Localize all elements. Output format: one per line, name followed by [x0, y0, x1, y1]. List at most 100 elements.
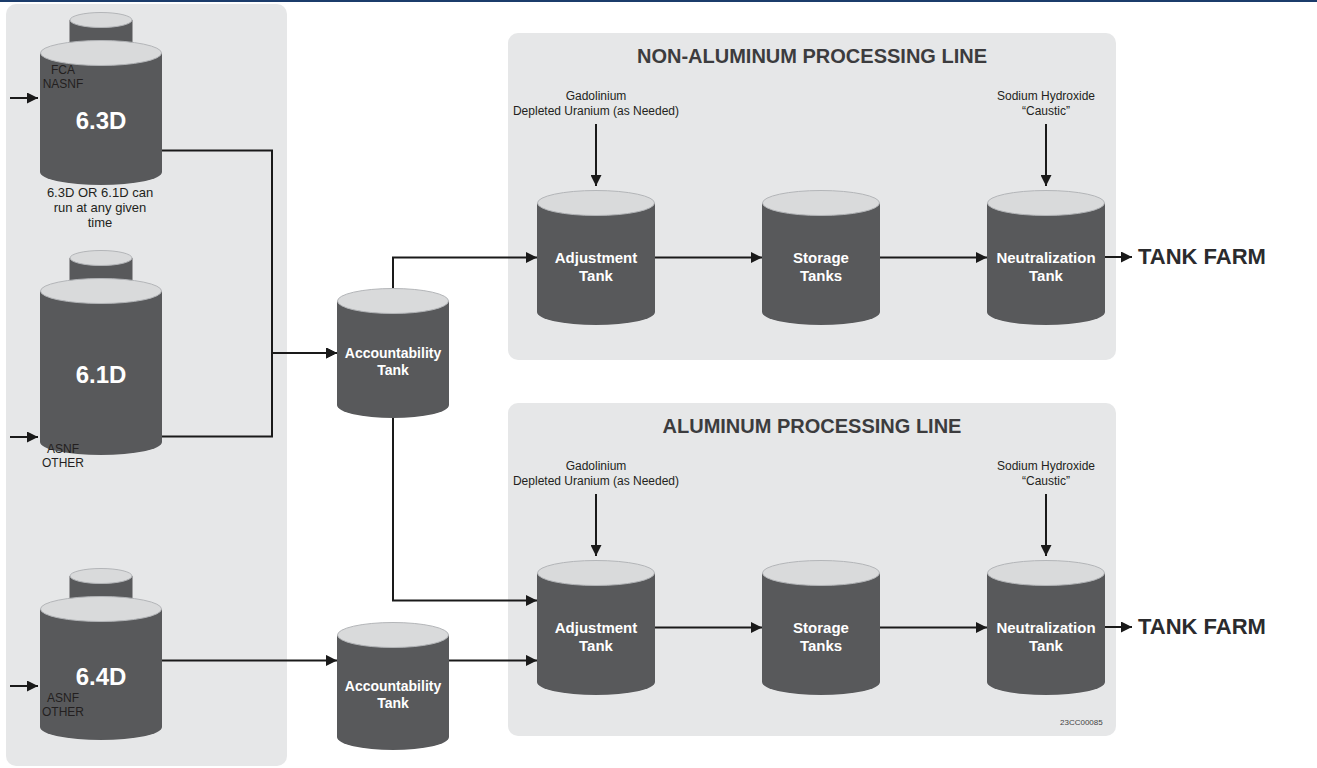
- note-label: “Caustic”: [926, 475, 1166, 489]
- cylinder-top: [763, 561, 880, 586]
- cylinder-top: [338, 623, 449, 648]
- process-tank: Adjustment Tank: [537, 190, 655, 325]
- note-label: 6.3D OR 6.1D can run at any given time: [44, 186, 156, 231]
- note-label: “Caustic”: [926, 105, 1166, 119]
- tank-label-slot: Adjustment Tank: [537, 216, 655, 317]
- output-arrow: [1105, 626, 1132, 628]
- cylinder-top: [538, 191, 655, 216]
- panel-heading: ALUMINUM PROCESSING LINE: [508, 403, 1116, 438]
- tank-label-slot: Neutralization Tank: [987, 216, 1105, 317]
- tank-outline: [40, 12, 162, 185]
- note-label: Depleted Uranium (as Needed): [476, 475, 716, 489]
- cylinder-top: [988, 561, 1105, 586]
- note-label: OTHER: [0, 457, 183, 471]
- flow-arrow: [162, 659, 337, 661]
- tank-label-slot: Accountability Tank: [337, 314, 449, 410]
- note-label: Sodium Hydroxide: [926, 90, 1166, 104]
- figure-id: 23CC00085: [1060, 718, 1300, 727]
- feed-arrow: [10, 97, 38, 99]
- tank-name: Accountability Tank: [341, 678, 445, 712]
- dissolver-tank: 6.3D: [40, 12, 162, 185]
- flow-arrow: [880, 257, 987, 259]
- tank-name: Storage Tanks: [766, 249, 876, 285]
- tank-name: Accountability Tank: [341, 345, 445, 379]
- label-slot: TANK FARM: [1138, 244, 1317, 269]
- label-slot: Sodium Hydroxide: [926, 460, 1166, 474]
- cylinder-top: [538, 561, 655, 586]
- cylinder-body: [537, 573, 655, 695]
- cylinder-top: [70, 13, 132, 28]
- additive-arrow: [595, 494, 597, 556]
- note-label: FCA: [0, 64, 183, 78]
- tank-name: Neutralization Tank: [991, 619, 1101, 655]
- feed-arrow: [10, 436, 38, 438]
- output-arrow: [1105, 256, 1132, 258]
- process-tank: Neutralization Tank: [987, 190, 1105, 325]
- process-tank: Adjustment Tank: [537, 560, 655, 695]
- label-slot: NASNF: [0, 78, 183, 92]
- cylinder-body: [337, 301, 449, 418]
- tank-label-slot: Storage Tanks: [762, 216, 880, 317]
- tank-label-slot: Storage Tanks: [762, 586, 880, 687]
- label-slot: Depleted Uranium (as Needed): [476, 105, 716, 119]
- destination-label: TANK FARM: [1138, 244, 1317, 269]
- cylinder-top: [763, 191, 880, 216]
- flow-arrow: [162, 353, 337, 437]
- cylinder-body: [987, 203, 1105, 325]
- process-tank: Accountability Tank: [337, 622, 449, 750]
- note-label: Gadolinium: [476, 460, 716, 474]
- tank-name: Neutralization Tank: [991, 249, 1101, 285]
- tank-name: 6.4D: [44, 663, 158, 692]
- label-slot: ASNF: [0, 692, 183, 706]
- cylinder-top: [41, 41, 162, 66]
- process-tank: Accountability Tank: [337, 288, 449, 418]
- process-tank: Storage Tanks: [762, 190, 880, 325]
- flow-arrow: [655, 627, 762, 629]
- label-slot: Gadolinium: [476, 460, 716, 474]
- cylinder-body: [987, 573, 1105, 695]
- note-label: NASNF: [0, 78, 183, 92]
- cylinder-body: [762, 573, 880, 695]
- flow-arrow: [449, 659, 537, 661]
- label-slot: Gadolinium: [476, 90, 716, 104]
- process-tank: Neutralization Tank: [987, 560, 1105, 695]
- destination-label: TANK FARM: [1138, 614, 1317, 639]
- flow-arrow: [655, 257, 762, 259]
- cylinder-body: [537, 203, 655, 325]
- top-rule: [0, 0, 1317, 2]
- label-slot: Depleted Uranium (as Needed): [476, 475, 716, 489]
- label-slot: OTHER: [0, 457, 183, 471]
- tank-label-slot: Adjustment Tank: [537, 586, 655, 687]
- cylinder-top: [988, 191, 1105, 216]
- cylinder-body: [762, 203, 880, 325]
- label-slot: Sodium Hydroxide: [926, 90, 1166, 104]
- label-slot: OTHER: [0, 706, 183, 720]
- note-label: Depleted Uranium (as Needed): [476, 105, 716, 119]
- flow-arrow: [393, 418, 537, 601]
- dissolver-tank: 6.1D: [40, 250, 162, 455]
- note-label: OTHER: [0, 706, 183, 720]
- cylinder-top: [338, 289, 449, 314]
- tank-name: 6.1D: [44, 361, 158, 390]
- tank-name: Adjustment Tank: [541, 249, 651, 285]
- label-slot: 6.3D OR 6.1D can run at any given time: [44, 186, 156, 231]
- note-label: Sodium Hydroxide: [926, 460, 1166, 474]
- tank-name: Adjustment Tank: [541, 619, 651, 655]
- additive-arrow: [1045, 494, 1047, 556]
- label-slot: “Caustic”: [926, 475, 1166, 489]
- tank-label-slot: Accountability Tank: [337, 648, 449, 742]
- flow-arrow: [393, 258, 537, 289]
- additive-arrow: [595, 124, 597, 186]
- label-slot: ASNF: [0, 443, 183, 457]
- cylinder-top: [41, 279, 162, 304]
- process-line-panel: ALUMINUM PROCESSING LINE Adjustment Tank S…: [508, 403, 1116, 736]
- cylinder-body: [40, 291, 162, 455]
- label-slot: FCA: [0, 64, 183, 78]
- process-tank: Storage Tanks: [762, 560, 880, 695]
- tank-label-slot: 6.1D: [40, 304, 162, 447]
- label-slot: TANK FARM: [1138, 614, 1317, 639]
- flow-arrow: [162, 150, 337, 353]
- note-label: ASNF: [0, 692, 183, 706]
- tank-name: Storage Tanks: [766, 619, 876, 655]
- flow-arrow: [880, 627, 987, 629]
